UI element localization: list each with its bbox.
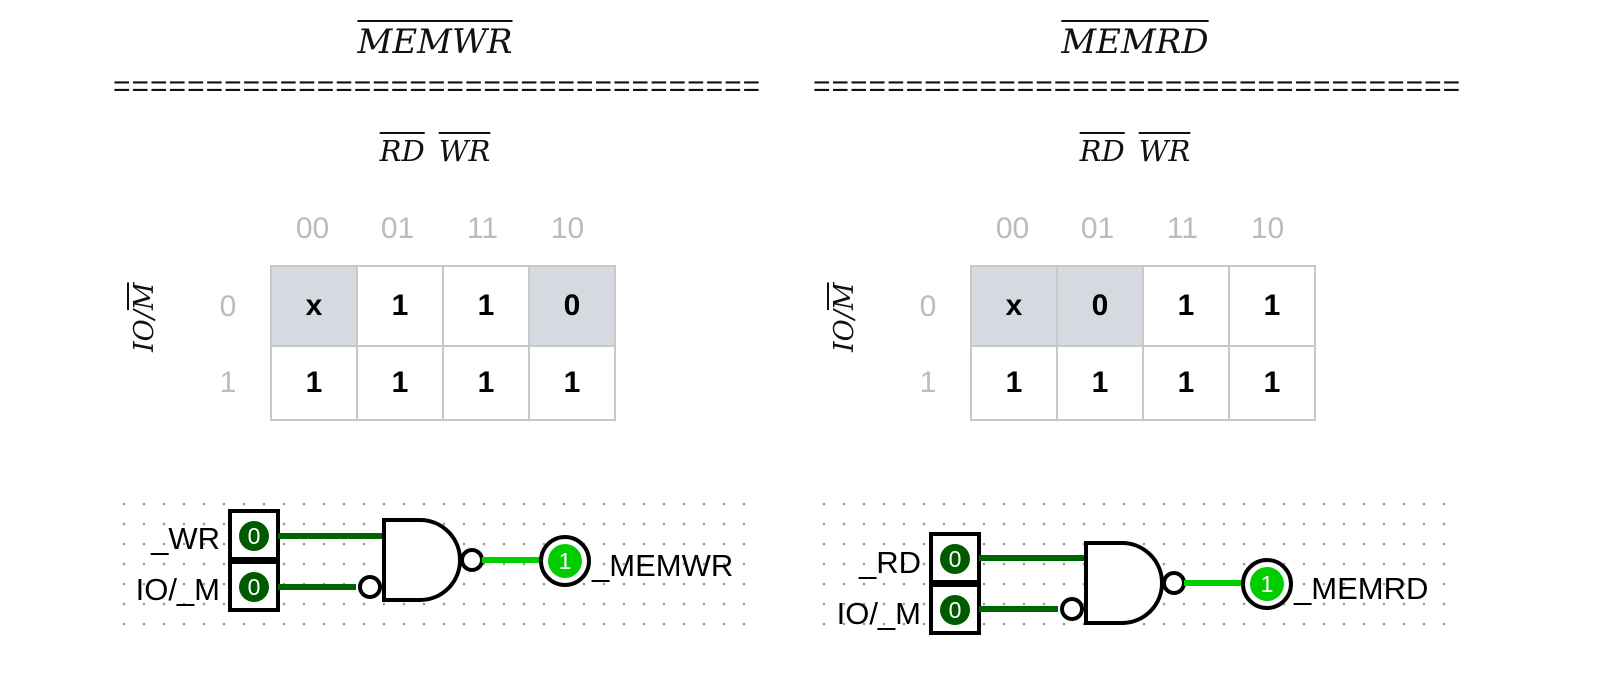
input-label: _RD	[858, 545, 921, 580]
pin-value: 0	[949, 546, 962, 572]
circuit-memwr: 0 0 _WR IO/_M 1 _MEMWR	[120, 500, 760, 640]
kmap-cell: 1	[442, 265, 530, 347]
kmap-cell: 1	[1142, 345, 1230, 421]
kmap-cell: 1	[1228, 265, 1316, 347]
col-header: 00	[295, 212, 330, 245]
circuit-memrd: 0 0 _RD IO/_M 1 _MEMRD	[820, 500, 1460, 640]
pin-value: 0	[248, 574, 261, 600]
pin-value-circle	[1250, 567, 1284, 601]
pin-value-circle	[940, 544, 970, 574]
col-header: 11	[466, 212, 499, 245]
kmap-cell: 1	[1056, 345, 1144, 421]
kmap-panel-memrd: MEMRD ==================================…	[795, 0, 1515, 691]
pin-value: 0	[949, 597, 962, 623]
pin-value: 0	[248, 523, 261, 549]
pin-value: 1	[559, 548, 572, 574]
col-header: 00	[995, 212, 1030, 245]
kmap-cell: 1	[970, 345, 1058, 421]
output-bubble	[460, 548, 484, 572]
row-header: 0	[919, 290, 937, 323]
kmap-cell: x	[970, 265, 1058, 347]
kmap-panel-memwr: MEMWR ==================================…	[95, 0, 815, 691]
kmap-cell: 1	[356, 345, 444, 421]
col-header: 11	[1166, 212, 1199, 245]
input-label: IO/_M	[837, 596, 921, 631]
pin-value-circle	[940, 595, 970, 625]
input-pin-io-m[interactable]	[228, 560, 280, 612]
inverter-bubble	[1060, 597, 1084, 621]
kmap-cell: 1	[442, 345, 530, 421]
output-bubble	[1162, 571, 1186, 595]
kmap-cell: 1	[1142, 265, 1230, 347]
nand-gate	[382, 518, 462, 602]
pin-value-circle	[239, 572, 269, 602]
input-label: IO/_M	[136, 572, 220, 607]
kmap-cell: 1	[528, 345, 616, 421]
pin-value-circle	[239, 521, 269, 551]
col-header: 01	[1080, 212, 1115, 245]
row-header: 1	[919, 366, 937, 399]
karnaugh-map: x 0 1 1 1 1 1 1	[970, 265, 1316, 421]
pin-value: 1	[1261, 571, 1274, 597]
separator-line: ===================================	[813, 70, 1462, 103]
kmap-cell: 1	[356, 265, 444, 347]
kmap-cell: 1	[270, 345, 358, 421]
output-label: _MEMWR	[591, 548, 733, 583]
row-header: 1	[219, 366, 237, 399]
col-header: 10	[1250, 212, 1285, 245]
row-header: 0	[219, 290, 237, 323]
panel-title: MEMWR	[357, 22, 513, 62]
pin-value-circle	[548, 544, 582, 578]
separator-line: ===================================	[113, 70, 762, 103]
karnaugh-map: x 1 1 0 1 1 1 1	[270, 265, 616, 421]
col-header: 10	[550, 212, 585, 245]
input-label: _WR	[150, 521, 220, 556]
output-label: _MEMRD	[1293, 571, 1428, 606]
col-header: 01	[380, 212, 415, 245]
kmap-cell: 0	[1056, 265, 1144, 347]
panel-title: MEMRD	[1061, 22, 1209, 62]
kmap-cell: 1	[1228, 345, 1316, 421]
nand-gate	[1084, 541, 1164, 625]
kmap-cell: x	[270, 265, 358, 347]
inverter-bubble	[358, 575, 382, 599]
kmap-cell: 0	[528, 265, 616, 347]
